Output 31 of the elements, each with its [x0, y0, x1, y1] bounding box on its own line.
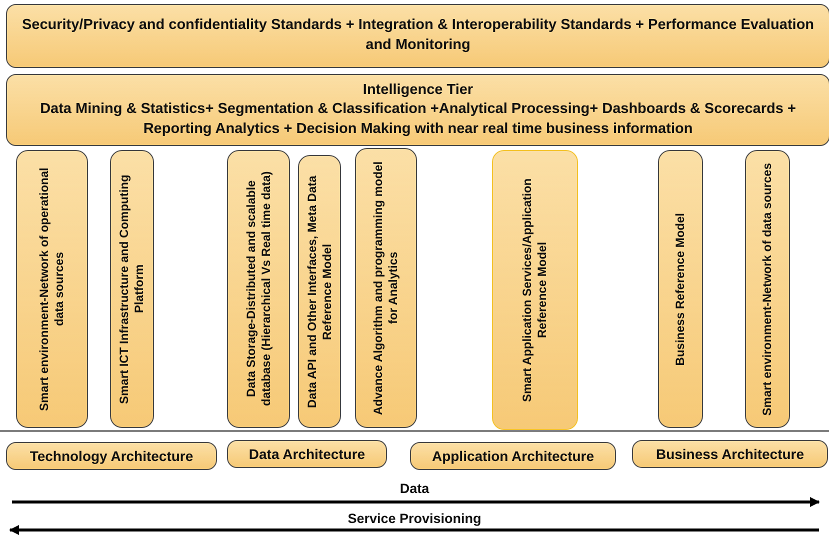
box-text: Smart environment-Network of data sources: [760, 162, 775, 416]
box-text: Application Architecture: [432, 446, 594, 466]
architecture-box: [410, 442, 616, 470]
component-box: [16, 150, 88, 428]
component-box: [227, 150, 290, 428]
component-box: [355, 148, 417, 428]
component-box: [492, 150, 578, 430]
box-text: Smart Application Services/Application Reference Model: [520, 177, 550, 404]
box-text: Smart ICT Infrastructure and Computing Platform: [117, 173, 147, 406]
component-box: [110, 150, 154, 428]
box-text: Smart environment-Network of operational data sources: [37, 166, 67, 413]
box-text: Technology Architecture: [30, 446, 194, 466]
tier-heading: Intelligence Tier: [362, 80, 474, 100]
architecture-box: [6, 442, 217, 470]
component-box: [298, 155, 341, 428]
architecture-box: [227, 440, 387, 468]
component-box: [658, 150, 703, 428]
box-text: Advance Algorithm and programming model for Analytics: [371, 160, 401, 417]
component-box: [745, 150, 790, 428]
box-text: Data Mining & Statistics+ Segmentation & Classification +Analytical Processing+ Dashboards & Scorecards + Reporting Analytics + Decision Making with near real time business information: [39, 100, 797, 139]
box-text: Data Storage-Distributed and scalable database (Hierarchical Vs Real time data): [244, 170, 274, 408]
box-text: Business Architecture: [656, 444, 804, 464]
box-text: Business Reference Model: [673, 212, 688, 366]
flow-label: Data: [400, 481, 430, 496]
box-text: Security/Privacy and confidentiality Standards + Integration & Interoperability Standards + Performance Evaluation and Monitoring: [20, 16, 816, 55]
tier-band: [6, 4, 829, 68]
architecture-box: [632, 440, 828, 468]
tier-band: [6, 74, 829, 146]
box-text: Data Architecture: [248, 444, 366, 464]
box-text: Data API and Other Interfaces, Meta Data Reference Model: [304, 174, 334, 410]
flow-label: Service Provisioning: [348, 511, 482, 526]
